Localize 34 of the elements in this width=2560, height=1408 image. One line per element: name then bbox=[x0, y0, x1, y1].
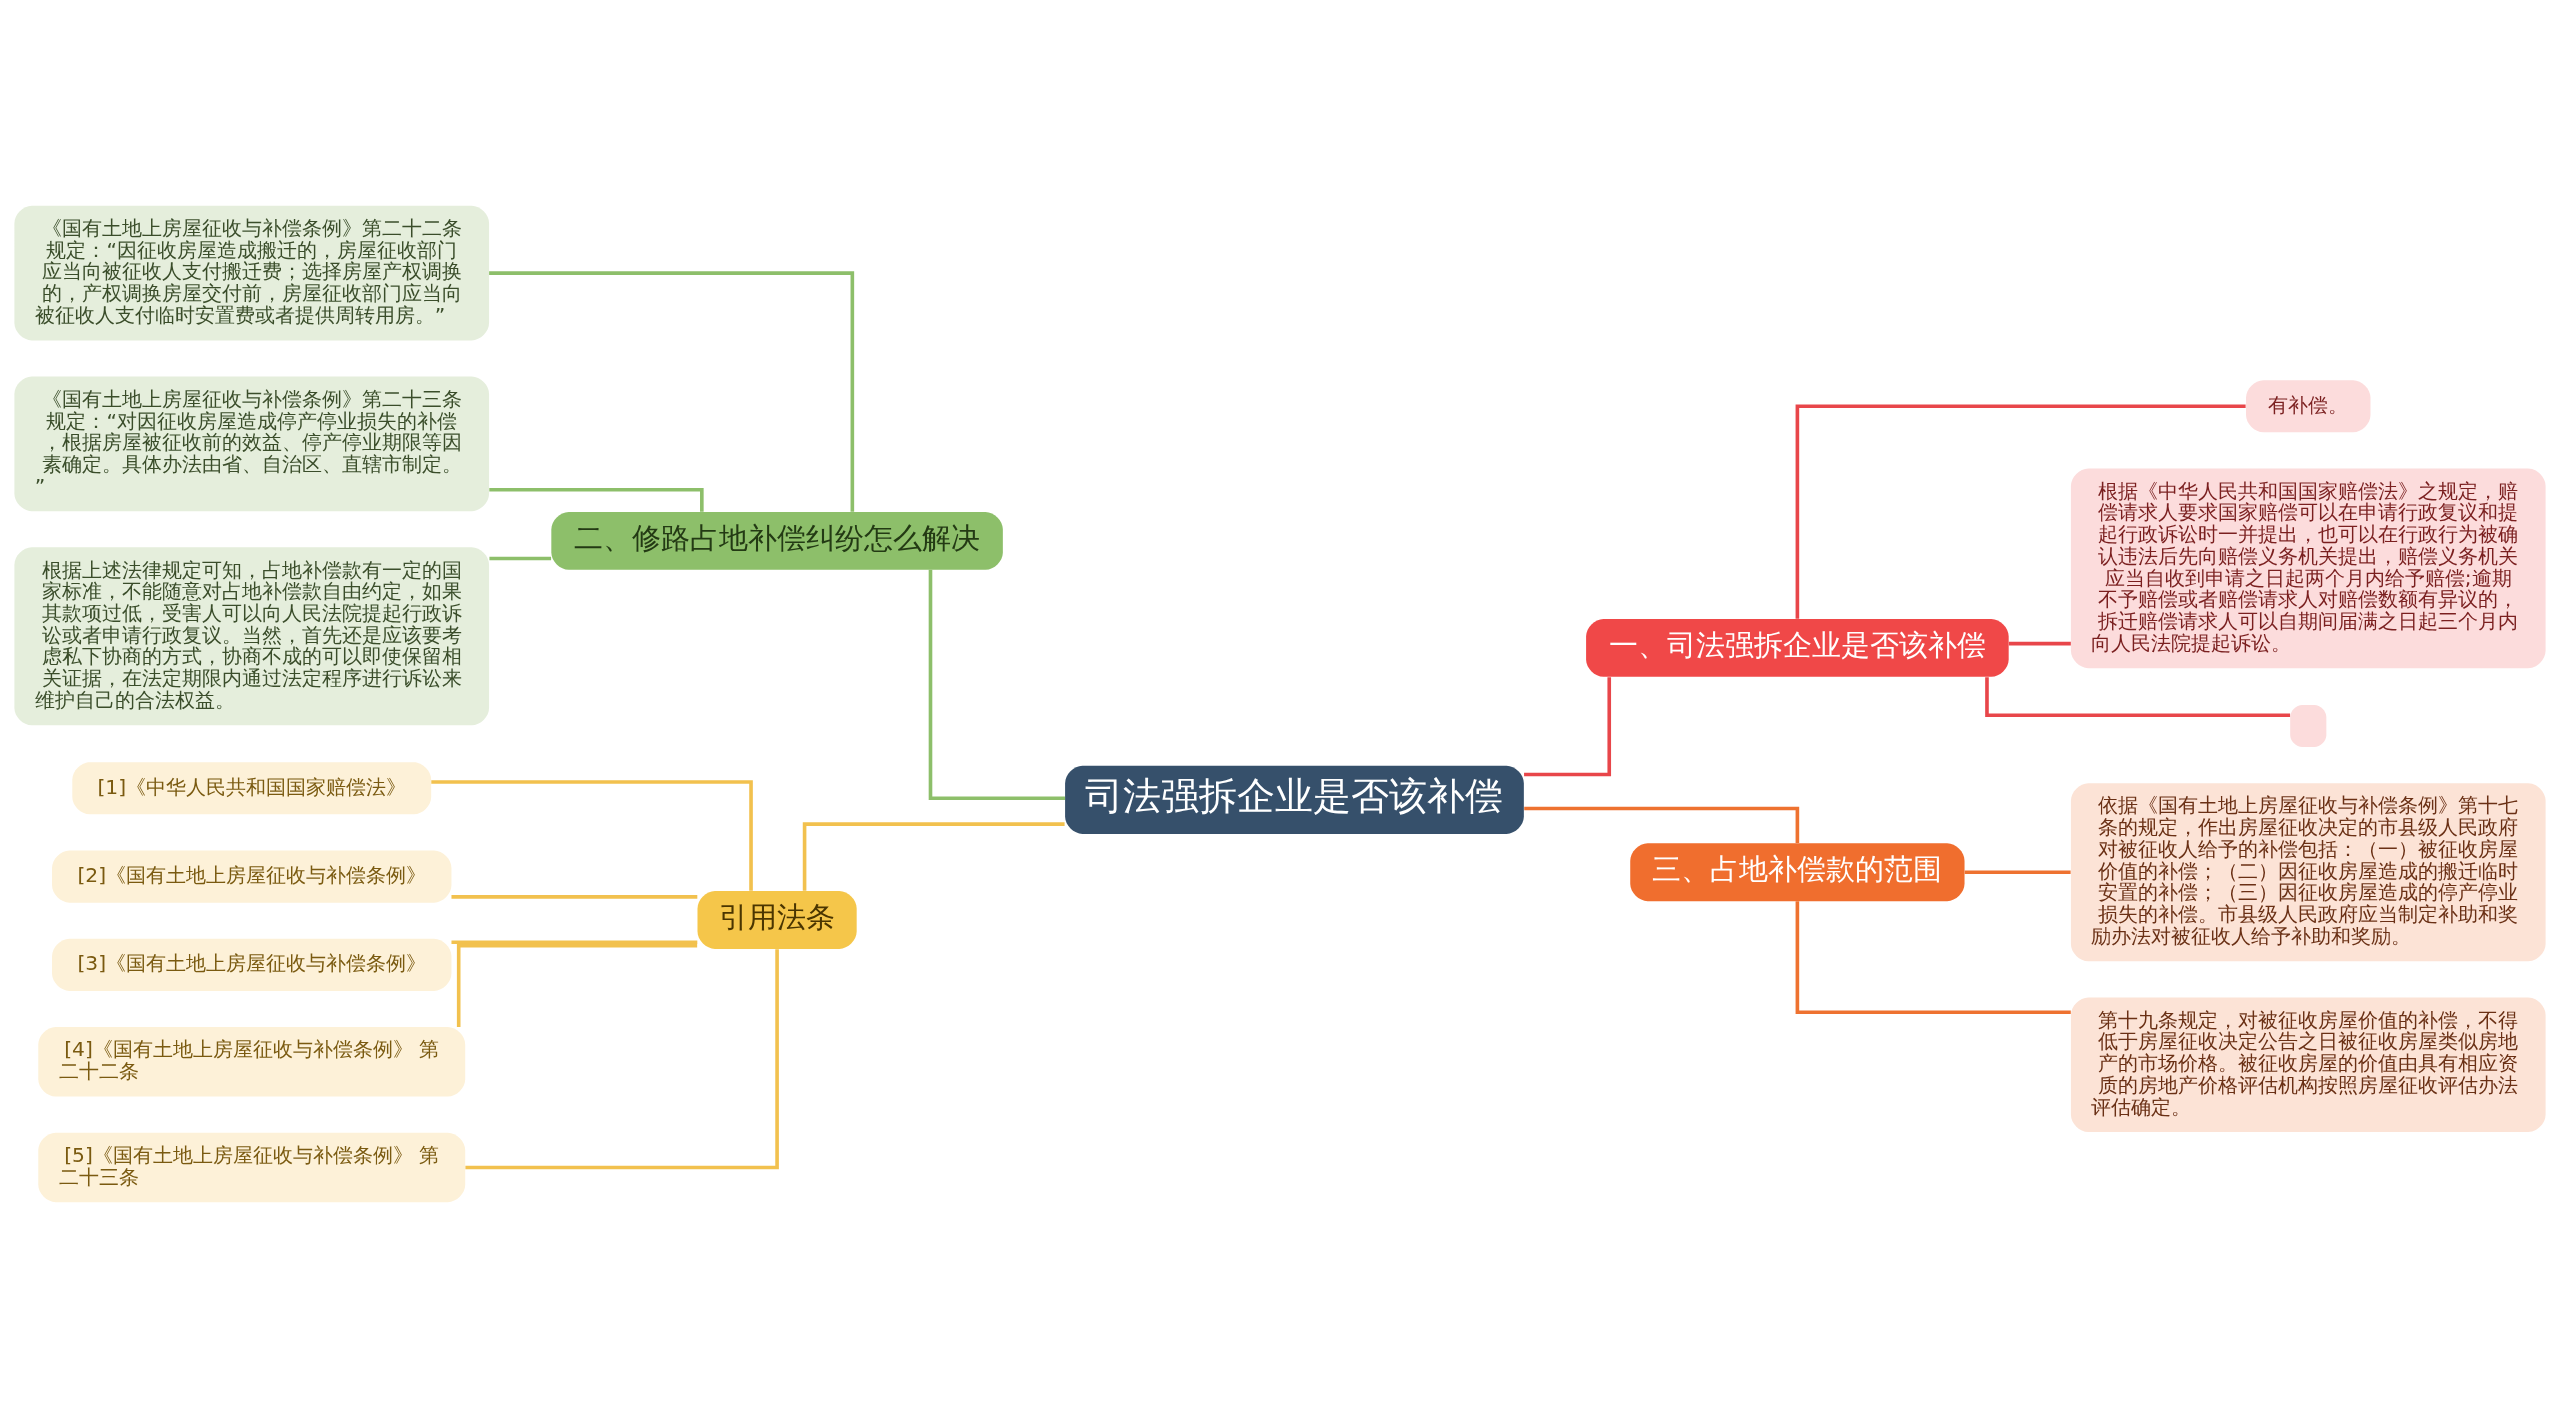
connector bbox=[465, 949, 779, 1170]
connector bbox=[928, 569, 1065, 800]
connector bbox=[1795, 901, 2071, 1015]
node-box: 依据《国有土地上房屋征收与补偿条例》第十七条的规定，作出房屋征收决定的市县级人民政府对被征收人给予的补偿包括：（一）被征收房屋价值的补偿；（二）因征收房屋造成的搬迁临时安置的补偿；（三）因征收房屋造成的停产停业损失的补偿。市县级人民政府应当制定补助和奖励办法对被征收人给予补助和奖励。 bbox=[2070, 783, 2546, 962]
node-box: [3]《国有土地上房屋征收与补偿条例》 bbox=[52, 938, 452, 991]
connector bbox=[802, 822, 1065, 891]
connector bbox=[451, 940, 698, 944]
node-box: 《国有土地上房屋征收与补偿条例》第二十三条规定：“对因征收房屋造成停产停业损失的补偿，根据房屋被征收前的效益、停产停业期限等因素确定。具体办法由省、自治区、直辖市制定。” bbox=[14, 376, 490, 512]
node-box: 根据《中华人民共和国国家赔偿法》之规定，赔偿请求人要求国家赔偿可以在申请行政复议和提起行政诉讼时一并提出，也可以在行政行为被确认违法后先向赔偿义务机关提出，赔偿义务机关应当自收到申请之日起两个月内给予赔偿;逾期不予赔偿或者赔偿请求人对赔偿数额有异议的，拆迁赔偿请求人可以自期间届满之日起三个月内向人民法院提起诉讼。 bbox=[2070, 468, 2546, 669]
node-box: 引用法条 bbox=[697, 891, 857, 949]
connector bbox=[489, 488, 704, 512]
node-box: [1]《中华人民共和国国家赔偿法》 bbox=[72, 762, 432, 815]
node-box: 二、修路占地补偿纠纷怎么解决 bbox=[551, 511, 1003, 570]
node-box: 第十九条规定，对被征收房屋价值的补偿，不得低于房屋征收决定公告之日被征收房屋类似房地产的市场价格。被征收房屋的价值由具有相应资质的房地产价格评估机构按照房屋征收评估办法评估确定。 bbox=[2070, 997, 2546, 1132]
node-box: 一、司法强拆企业是否该补偿 bbox=[1586, 618, 2009, 677]
connector bbox=[1964, 870, 2071, 875]
connector bbox=[489, 556, 552, 561]
connector bbox=[1985, 677, 2291, 718]
node-box: [5]《国有土地上房屋征收与补偿条例》 第二十三条 bbox=[38, 1132, 466, 1203]
connector bbox=[489, 271, 855, 512]
connector bbox=[1795, 404, 2246, 619]
node-box: 三、占地补偿款的范围 bbox=[1630, 843, 1965, 902]
connector bbox=[2008, 641, 2071, 646]
node-box bbox=[2290, 705, 2327, 748]
node-box: 根据上述法律规定可知，占地补偿款有一定的国家标准，不能随意对占地补偿款自由约定，如果其款项过低，受害人可以向人民法院提起行政诉讼或者申请行政复议。当然，首先还是应该要考虑私下协商的方式，协商不成的可以即使保留相关证据，在法定期限内通过法定程序进行诉讼来维护自己的合法权益。 bbox=[14, 547, 490, 726]
connector bbox=[1524, 677, 1612, 777]
connector bbox=[431, 780, 753, 891]
connector bbox=[451, 895, 698, 899]
node-box: 司法强拆企业是否该补偿 bbox=[1065, 765, 1524, 834]
node-box: 有补偿。 bbox=[2246, 380, 2371, 433]
node-box: [2]《国有土地上房屋征收与补偿条例》 bbox=[52, 850, 452, 903]
node-box: 《国有土地上房屋征收与补偿条例》第二十二条规定：“因征收房屋造成搬迁的，房屋征收部门应当向被征收人支付搬迁费；选择房屋产权调换的，产权调换房屋交付前，房屋征收部门应当向被征收人支付临时安置费或者提供周转用房。” bbox=[14, 205, 490, 341]
node-box: [4]《国有土地上房屋征收与补偿条例》 第二十二条 bbox=[38, 1027, 466, 1097]
connector bbox=[456, 943, 698, 1027]
